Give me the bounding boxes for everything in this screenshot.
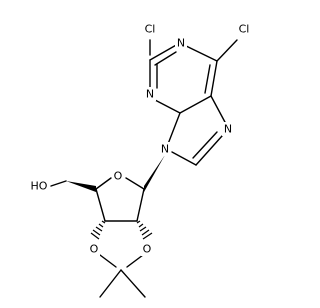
bond-c5-c4 — [179, 95, 212, 114]
bond-c5prime-oh — [50, 180, 67, 187]
bond-c6-c5-double — [204, 64, 211, 94]
svg-text:N: N — [146, 88, 154, 101]
bond-c1prime-c2prime — [136, 188, 145, 222]
wedge-c4prime-c5prime — [66, 181, 96, 192]
bond-c2-n1-double — [154, 51, 177, 66]
hashed-bond-c3prime-o — [90, 220, 106, 240]
svg-text:O: O — [143, 243, 152, 256]
molecule-structure-diagram: Cl N N Cl N N O HO O O — [28, 22, 254, 298]
bond-c3prime-c4prime — [95, 188, 106, 222]
atom-label-cl-6: Cl — [234, 22, 254, 36]
svg-text:HO: HO — [31, 180, 48, 193]
svg-text:N: N — [161, 143, 169, 156]
svg-text:N: N — [177, 37, 185, 50]
bond-c2-n1 — [149, 43, 179, 61]
atom-label-n-3: N — [144, 87, 156, 101]
atom-label-o-ring: O — [112, 169, 124, 183]
atom-label-ho: HO — [28, 179, 50, 193]
bond-n7-c8-double — [192, 131, 218, 159]
svg-text:O: O — [90, 243, 99, 256]
bond-n7-c8 — [195, 135, 223, 166]
atom-label-n-9: N — [159, 142, 171, 156]
bond-o-c4prime — [95, 177, 112, 190]
bond-o-cme2-left — [99, 254, 117, 268]
bond-c-methyl-right — [120, 269, 146, 298]
atom-label-cl-2: Cl — [140, 22, 160, 36]
svg-text:Cl: Cl — [239, 23, 250, 36]
atom-label-o-dioxolane-left: O — [88, 242, 100, 256]
bond-n9-c4 — [167, 112, 181, 145]
bond-c8-n9 — [171, 151, 197, 166]
atom-label-o-dioxolane-right: O — [141, 242, 153, 256]
bond-c6-c5 — [210, 60, 218, 97]
wedge-c1prime-n9 — [144, 155, 165, 192]
svg-text:N: N — [224, 123, 232, 136]
atom-label-n-7: N — [222, 122, 234, 136]
svg-text:Cl: Cl — [145, 23, 156, 36]
bond-c-methyl-left — [99, 269, 122, 298]
hashed-bond-c2prime-o — [136, 220, 153, 240]
bond-c6-cl — [216, 39, 238, 62]
atom-label-n-1: N — [175, 36, 187, 50]
bond-c4-n3 — [154, 99, 181, 114]
bond-o-cme2-right — [126, 254, 144, 268]
svg-text:O: O — [114, 170, 123, 183]
bond-o-c1prime — [125, 177, 145, 190]
bond-n1-c6 — [181, 43, 218, 62]
bond-c5-n7 — [210, 95, 227, 125]
